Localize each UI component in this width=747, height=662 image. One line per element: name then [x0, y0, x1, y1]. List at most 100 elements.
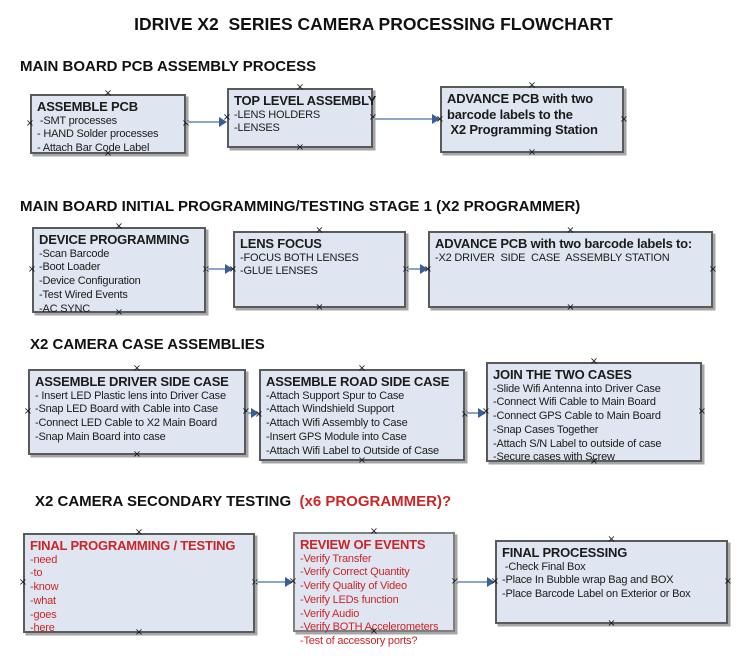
arrow-head-icon: [478, 408, 486, 418]
connector-arrow[interactable]: [465, 408, 486, 418]
connection-point-icon: ×: [295, 82, 305, 93]
flowchart-title: IDRIVE X2 SERIES CAMERA PROCESSING FLOWC…: [134, 14, 613, 34]
box-item: -Attach S/N Label to outside of case: [493, 437, 662, 450]
box-item: -goes: [30, 608, 57, 621]
box-item: -Slide Wifi Antenna into Driver Case: [493, 382, 661, 395]
connection-point-icon: ×: [132, 363, 142, 374]
box-item: -Place In Bubble wrap Bag and BOX: [502, 574, 674, 587]
flow-box-assemble-pcb[interactable]: × × × × ASSEMBLE PCB -SMT processes - HA…: [26, 89, 190, 159]
box-item: - HAND Solder processes: [37, 128, 159, 141]
section-heading-secondary-testing: X2 CAMERA SECONDARY TESTING (x6 PROGRAMM…: [35, 493, 451, 510]
connection-point-icon: ×: [708, 263, 718, 275]
box-item: -know: [30, 581, 59, 594]
box-item: -Attach Wifi Assembly to Case: [266, 417, 408, 430]
arrow-shaft: [246, 412, 252, 414]
flow-box-final-processing[interactable]: × × × × FINAL PROCESSING -Check Final Bo…: [491, 535, 732, 629]
connection-point-icon: ×: [527, 80, 537, 91]
box-item: -AC SYNC: [39, 302, 90, 315]
box-item: -to: [30, 567, 43, 580]
box-item: -Insert GPS Module into Case: [266, 430, 407, 443]
box-item: -Connect Wifi Cable to Main Board: [493, 396, 656, 409]
box-item: -Snap LED Board with Cable into Case: [35, 403, 218, 416]
box-item: - Attach Bar Code Label: [37, 142, 150, 155]
connection-point-icon: ×: [566, 302, 575, 313]
box-title: FINAL PROGRAMMING / TESTING: [30, 538, 236, 553]
box-title: ADVANCE PCB with two barcode labels to:: [435, 236, 693, 251]
connector-arrow[interactable]: [206, 264, 233, 274]
arrow-head-icon: [251, 408, 259, 418]
box-title: JOIN THE TWO CASES: [493, 367, 632, 382]
box-item: -Snap Main Board into case: [35, 430, 166, 443]
section-heading-case-assemblies: X2 CAMERA CASE ASSEMBLIES: [30, 336, 265, 353]
connection-point-icon: ×: [25, 118, 35, 129]
connection-point-icon: ×: [295, 142, 305, 153]
flow-box-top-level-assembly[interactable]: × × × × TOP LEVEL ASSEMBLY -LENS HOLDERS…: [223, 83, 377, 153]
box-item: -GLUE LENSES: [240, 265, 318, 278]
box-item: -Attach Support Spur to Case: [266, 389, 405, 402]
box-item: -Verify Transfer: [300, 552, 372, 565]
connection-point-icon: ×: [23, 406, 33, 417]
connection-point-icon: ×: [357, 363, 367, 374]
box-title: ADVANCE PCB with two barcode labels to t…: [447, 91, 598, 138]
connection-point-icon: ×: [619, 113, 629, 125]
box-title: DEVICE PROGRAMMING: [39, 232, 190, 247]
box-item: -Verify Quality of Video: [300, 580, 407, 593]
flow-box-device-programming[interactable]: × × × × DEVICE PROGRAMMING -Scan Barcode…: [28, 222, 210, 318]
box-item: -Scan Barcode: [39, 247, 110, 260]
box-title: FINAL PROCESSING: [502, 545, 628, 560]
flow-box-advance-pcb-case-assembly[interactable]: × × × × ADVANCE PCB with two barcode lab…: [424, 226, 717, 313]
connection-point-icon: ×: [132, 449, 142, 460]
section-heading-pcb-assembly: MAIN BOARD PCB ASSEMBLY PROCESS: [20, 58, 317, 75]
flow-box-lens-focus[interactable]: × × × × LENS FOCUS -FOCUS BOTH LENSES -G…: [229, 226, 410, 313]
box-item: -LENSES: [234, 122, 280, 135]
connection-point-icon: ×: [566, 225, 575, 236]
connection-point-icon: ×: [18, 577, 28, 588]
arrow-head-icon: [432, 114, 440, 124]
flow-box-final-programming-testing[interactable]: × × × × FINAL PROGRAMMING / TESTING -nee…: [19, 528, 259, 638]
box-item: -Check Final Box: [502, 560, 586, 573]
connector-arrow[interactable]: [406, 264, 428, 274]
arrow-head-icon: [487, 577, 495, 587]
connection-point-icon: ×: [527, 147, 537, 158]
arrow-head-icon: [225, 264, 233, 274]
box-item: -need: [30, 553, 58, 566]
box-item: -Verify Audio: [300, 607, 360, 620]
flow-box-assemble-road-side-case[interactable]: × × × × ASSEMBLE ROAD SIDE CASE -Attach …: [255, 364, 469, 466]
box-title: ASSEMBLE PCB: [37, 99, 138, 114]
connector-arrow[interactable]: [455, 577, 495, 587]
connector-arrow[interactable]: [186, 117, 227, 127]
box-item: -Snap Cases Together: [493, 423, 599, 436]
box-item: -what: [30, 594, 56, 607]
box-item: -Boot Loader: [39, 261, 101, 274]
connection-point-icon: ×: [315, 302, 324, 313]
box-item: -SMT processes: [37, 114, 117, 127]
flow-box-join-two-cases[interactable]: × × × × JOIN THE TWO CASES -Slide Wifi A…: [482, 357, 706, 467]
arrow-head-icon: [219, 117, 227, 127]
connector-arrow[interactable]: [246, 408, 259, 418]
box-item: -Device Configuration: [39, 275, 141, 288]
connector-arrow[interactable]: [255, 577, 293, 587]
box-item: -Attach Wifi Label to Outside of Case: [266, 444, 439, 457]
flow-box-assemble-driver-side-case[interactable]: × × × × ASSEMBLE DRIVER SIDE CASE - Inse…: [24, 364, 250, 460]
box-item: -X2 DRIVER SIDE CASE ASSEMBLY STATION: [435, 251, 670, 264]
section-heading-text: X2 CAMERA SECONDARY TESTING: [35, 493, 300, 510]
connector-arrow[interactable]: [373, 114, 440, 124]
arrow-shaft: [455, 581, 488, 583]
flow-box-advance-pcb-programming-station[interactable]: × × × × ADVANCE PCB with two barcode lab…: [436, 81, 628, 158]
connection-point-icon: ×: [369, 526, 379, 537]
box-item: -Verify Correct Quantity: [300, 566, 410, 579]
box-title: REVIEW OF EVENTS: [300, 537, 426, 552]
flow-box-review-of-events[interactable]: × × × × REVIEW OF EVENTS -Verify Transfe…: [289, 527, 459, 648]
box-item: -Attach Windshield Support: [266, 403, 395, 416]
arrow-shaft: [255, 581, 286, 583]
box-title: TOP LEVEL ASSEMBLY: [234, 93, 377, 108]
connection-point-icon: ×: [607, 618, 616, 629]
box-item: -Test Wired Events: [39, 288, 128, 301]
connection-point-icon: ×: [697, 406, 707, 417]
connection-point-icon: ×: [607, 534, 616, 545]
section-heading-initial-programming: MAIN BOARD INITIAL PROGRAMMING/TESTING S…: [20, 198, 581, 215]
arrow-shaft: [206, 268, 226, 270]
box-item: -Verify LEDs function: [300, 593, 399, 606]
connection-point-icon: ×: [315, 225, 324, 236]
connection-point-icon: ×: [589, 356, 599, 367]
